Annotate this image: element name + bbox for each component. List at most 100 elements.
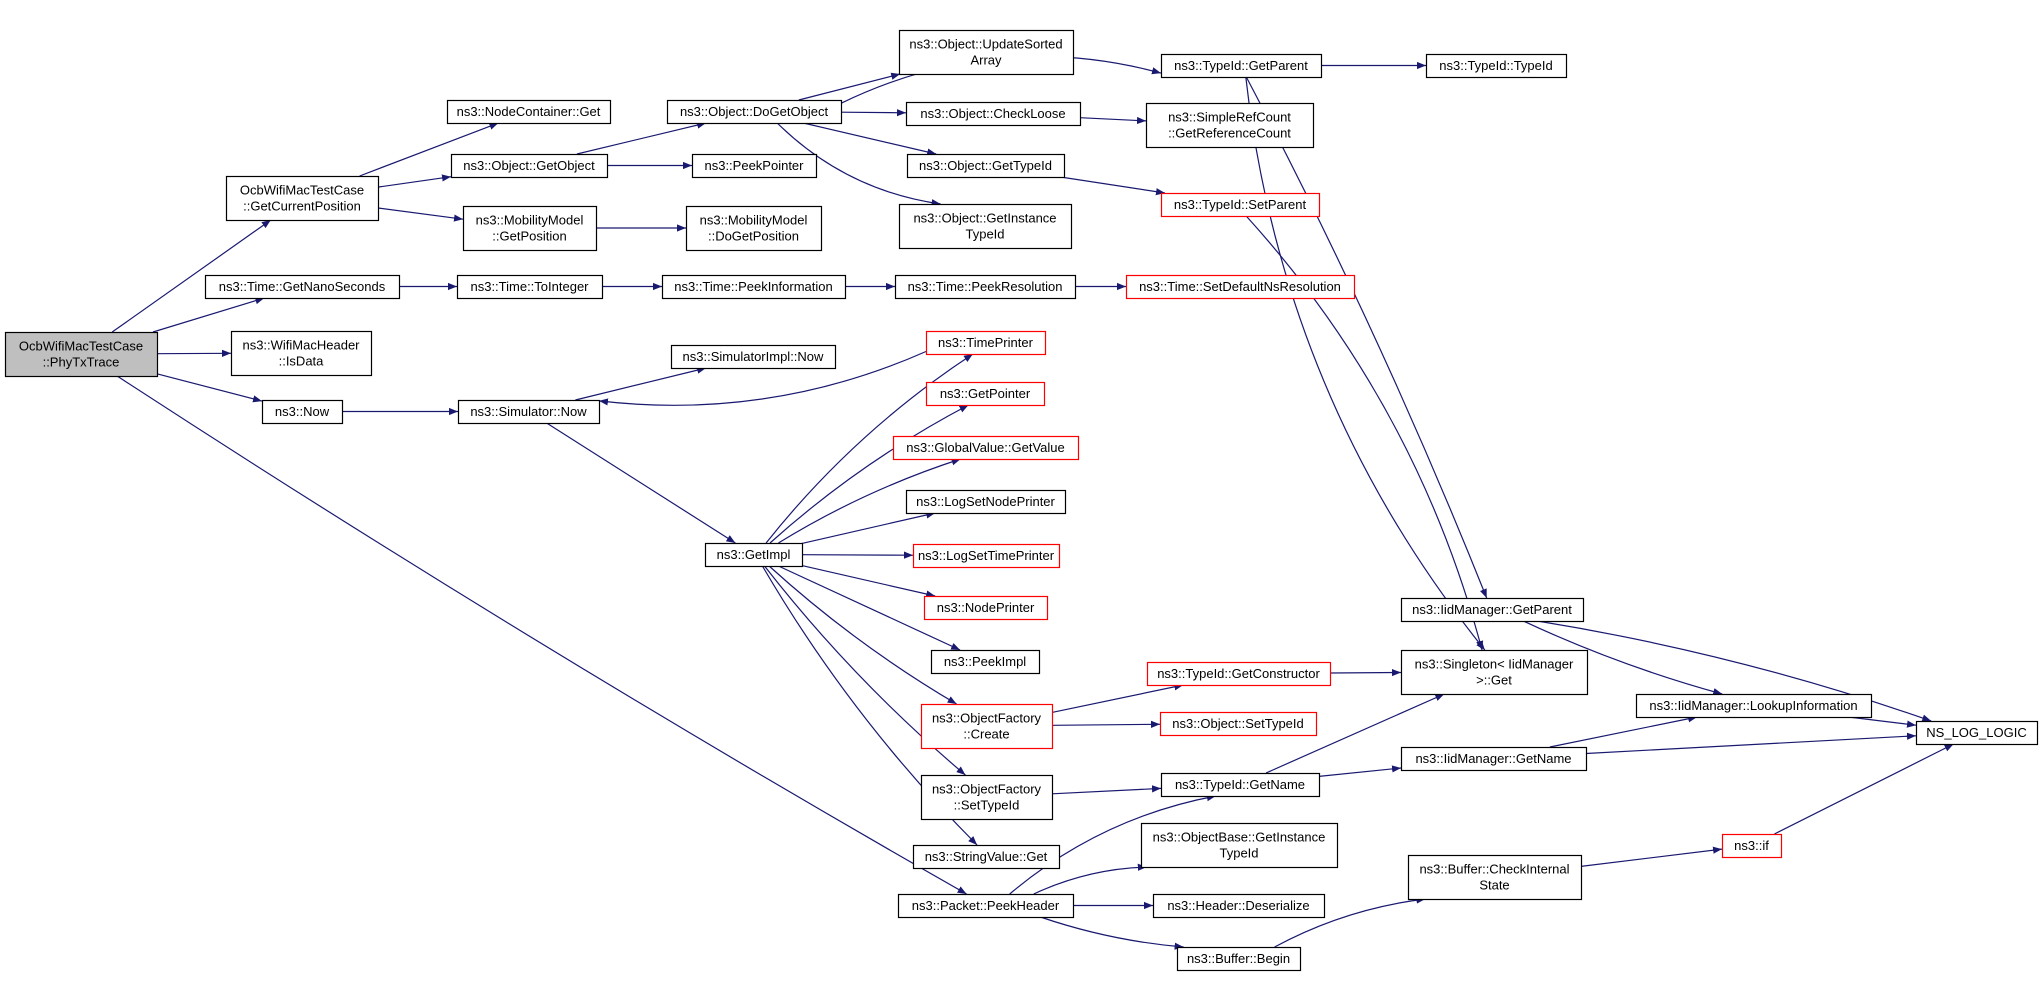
node-label: ns3::Buffer::Begin: [1187, 951, 1290, 966]
node-label: ns3::PeekImpl: [944, 654, 1026, 669]
node-ns3-typeid-getname[interactable]: ns3::TypeId::GetName: [1160, 772, 1321, 798]
node-label: ns3::LogSetTimePrinter: [918, 548, 1055, 563]
edge-peekheader-to-tidgetname: [1009, 794, 1216, 895]
node-box: [1635, 693, 1873, 719]
node-label: NS_LOG_LOGIC: [1926, 725, 2026, 740]
node-ns3-peekpointer[interactable]: ns3::PeekPointer: [691, 153, 818, 179]
node-ns3-simulator-now[interactable]: ns3::Simulator::Now: [457, 399, 601, 425]
node-ns3-peekimpl[interactable]: ns3::PeekImpl: [930, 649, 1041, 675]
edge-tidgetname-to-iidgetname: [1318, 765, 1402, 777]
edge-iidgetname-to-nslog: [1585, 732, 1917, 755]
edge-bufbegin-to-bufcheck: [1274, 896, 1426, 948]
node-ns3-iidmanager-getname[interactable]: ns3::IidManager::GetName: [1400, 746, 1588, 772]
node-ns3-time-peekinformation[interactable]: ns3::Time::PeekInformation: [661, 274, 847, 300]
node-ns3-typeid-setparent[interactable]: ns3::TypeId::SetParent: [1160, 192, 1321, 218]
node-label: Array: [970, 53, 1002, 68]
edge-dogetobject-to-updatesorted: [798, 72, 901, 101]
node-ns-log-logic[interactable]: NS_LOG_LOGIC: [1915, 720, 2039, 746]
node-label: ns3::ObjectFactory: [932, 782, 1042, 797]
node-ns3-wifimacheader-isdata[interactable]: ns3::WifiMacHeader::IsData: [230, 330, 373, 377]
node-label: ns3::Header::Deserialize: [1167, 898, 1309, 913]
node-ns3-logsetnodeprinter[interactable]: ns3::LogSetNodePrinter: [905, 489, 1067, 515]
edge-phytx-to-peekheader: [116, 375, 967, 895]
node-label: ns3::ObjectFactory: [932, 711, 1042, 726]
node-ns3-objectfactory-create[interactable]: ns3::ObjectFactory::Create: [920, 703, 1054, 750]
node-ns3-header-deserialize[interactable]: ns3::Header::Deserialize: [1152, 893, 1326, 919]
node-ns3-getpointer[interactable]: ns3::GetPointer: [925, 381, 1046, 407]
node-box: [897, 893, 1075, 919]
edge-getobject-to-dogetobject: [576, 121, 707, 155]
node-ocbwifimactestcase-phytxtrace[interactable]: OcbWifiMacTestCase::PhyTxTrace: [4, 331, 159, 378]
node-ns3-typeid-typeid[interactable]: ns3::TypeId::TypeId: [1425, 53, 1568, 79]
node-ns3-object-dogetobject[interactable]: ns3::Object::DoGetObject: [666, 99, 843, 125]
node-box: [905, 489, 1067, 515]
edge-ofcreate-to-getconstructor: [1051, 683, 1184, 713]
node-ns3-typeid-getparent[interactable]: ns3::TypeId::GetParent: [1160, 53, 1323, 79]
node-box: [894, 274, 1077, 300]
edge-tidgetparent-to-iidgetparent: [1245, 76, 1488, 599]
node-ns3-nodeprinter[interactable]: ns3::NodePrinter: [923, 595, 1049, 621]
node-ns3-time-getnanoseconds[interactable]: ns3::Time::GetNanoSeconds: [204, 274, 401, 300]
node-box: [923, 595, 1049, 621]
node-ns3-object-getobject[interactable]: ns3::Object::GetObject: [450, 153, 609, 179]
node-ns3-object-settypeid[interactable]: ns3::Object::SetTypeId: [1159, 711, 1318, 737]
node-ns3-globalvalue-getvalue[interactable]: ns3::GlobalValue::GetValue: [892, 435, 1080, 461]
node-box: [1140, 822, 1339, 869]
node-label: ns3::Time::SetDefaultNsResolution: [1139, 279, 1341, 294]
node-box: [1160, 53, 1323, 79]
node-ns3-time-peekresolution[interactable]: ns3::Time::PeekResolution: [894, 274, 1077, 300]
node-ns3-object-gettypeid[interactable]: ns3::Object::GetTypeId: [906, 153, 1066, 179]
node-ns3-timeprinter[interactable]: ns3::TimePrinter: [925, 330, 1047, 356]
node-label: ns3::Object::GetTypeId: [919, 158, 1052, 173]
node-box: [1400, 649, 1589, 696]
node-label: ns3::Object::UpdateSorted: [909, 37, 1062, 52]
node-ns3-singleton-iidmanager-get[interactable]: ns3::Singleton< IidManager>::Get: [1400, 649, 1589, 696]
node-box: [4, 331, 159, 378]
node-ocbwifimactestcase-getcurrentposition[interactable]: OcbWifiMacTestCase::GetCurrentPosition: [225, 175, 380, 222]
node-ns3-now[interactable]: ns3::Now: [261, 399, 344, 425]
node-ns3-iidmanager-lookupinformation[interactable]: ns3::IidManager::LookupInformation: [1635, 693, 1873, 719]
node-ns3-nodecontainer-get[interactable]: ns3::NodeContainer::Get: [446, 99, 612, 125]
edge-getimpl-to-ofcreate: [768, 565, 957, 705]
edge-ofsettypeid-to-tidgetname: [1051, 785, 1162, 795]
node-ns3-mobilitymodel-getposition[interactable]: ns3::MobilityModel::GetPosition: [462, 205, 598, 252]
node-label: ns3::PeekPointer: [704, 158, 804, 173]
node-box: [1721, 833, 1783, 859]
node-ns3-buffer-begin[interactable]: ns3::Buffer::Begin: [1176, 946, 1302, 972]
node-ns3-time-tointeger[interactable]: ns3::Time::ToInteger: [456, 274, 604, 300]
node-ns3-objectfactory-settypeid[interactable]: ns3::ObjectFactory::SetTypeId: [920, 774, 1054, 821]
node-ns3-getimpl[interactable]: ns3::GetImpl: [704, 542, 804, 568]
node-box: [912, 543, 1061, 569]
node-label: ::PhyTxTrace: [43, 355, 120, 370]
node-label: ns3::GlobalValue::GetValue: [906, 440, 1065, 455]
node-box: [1407, 854, 1583, 901]
node-box: [685, 205, 823, 252]
edge-getimpl-to-ofsettypeid: [764, 565, 966, 776]
node-ns3-iidmanager-getparent[interactable]: ns3::IidManager::GetParent: [1400, 597, 1585, 623]
node-ns3-typeid-getconstructor[interactable]: ns3::TypeId::GetConstructor: [1146, 661, 1332, 687]
node-ns3-simulatorimpl-now[interactable]: ns3::SimulatorImpl::Now: [670, 344, 837, 370]
node-box: [1400, 597, 1585, 623]
node-box: [1146, 661, 1332, 687]
node-ns3-mobilitymodel-dogetposition[interactable]: ns3::MobilityModel::DoGetPosition: [685, 205, 823, 252]
node-label: ns3::Object::CheckLoose: [920, 106, 1065, 121]
node-ns3-logsettimeprinter[interactable]: ns3::LogSetTimePrinter: [912, 543, 1061, 569]
node-ns3-if[interactable]: ns3::if: [1721, 833, 1783, 859]
node-ns3-packet-peekheader[interactable]: ns3::Packet::PeekHeader: [897, 893, 1075, 919]
node-label: ns3::Singleton< IidManager: [1415, 657, 1574, 672]
edge-nsif-to-nslog: [1774, 743, 1954, 835]
node-ns3-stringvalue-get[interactable]: ns3::StringValue::Get: [912, 844, 1061, 870]
node-ns3-simplerefcount-getreferencecount[interactable]: ns3::SimpleRefCount::GetReferenceCount: [1145, 102, 1315, 149]
edge-iidgetparent-to-lookupinfo: [1523, 620, 1723, 696]
node-label: ns3::MobilityModel: [700, 213, 808, 228]
edge-iidgetname-to-lookupinfo: [1549, 715, 1698, 748]
node-ns3-time-setdefaultnsresolution[interactable]: ns3::Time::SetDefaultNsResolution: [1125, 274, 1356, 300]
node-box: [898, 203, 1073, 250]
node-box: [1400, 746, 1588, 772]
node-label: ns3::Buffer::CheckInternal: [1419, 862, 1569, 877]
node-ns3-object-checkloose[interactable]: ns3::Object::CheckLoose: [905, 101, 1082, 127]
